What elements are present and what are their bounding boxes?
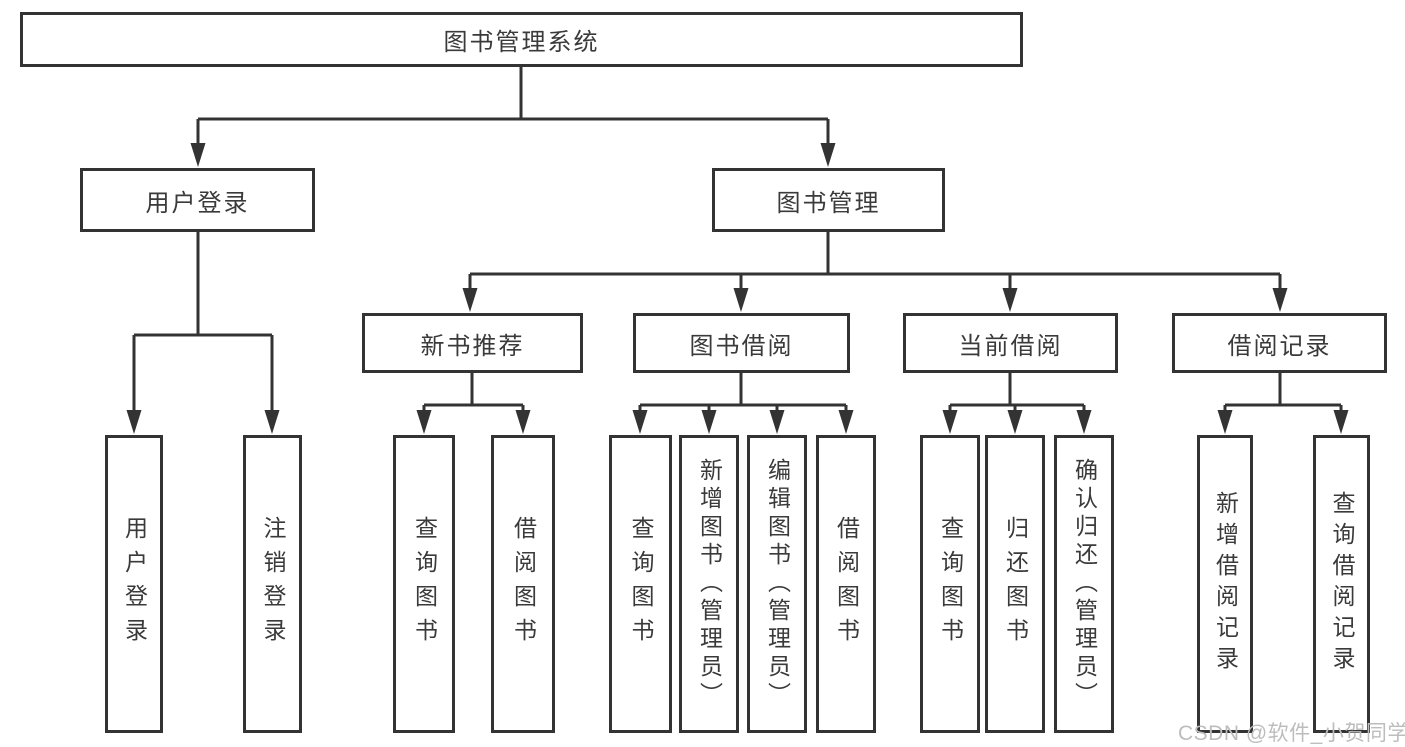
leaf-query-books-recommend: 查询图书 [393,435,455,733]
leaf-add-borrow-record: 新增借阅记录 [1197,435,1253,733]
arrowheads [126,143,1349,434]
leaf-query-books-current-label: 查询图书 [937,516,964,652]
leaf-query-borrow-record-label: 查询借阅记录 [1329,491,1355,677]
watermark: CSDN @软件_小贺同学 [1178,722,1405,745]
leaf-edit-book-admin-label: 编辑图书（管理员） [764,458,791,710]
node-current-borrow: 当前借阅 [903,313,1118,373]
leaf-borrow-books-recommend-label: 借阅图书 [510,516,537,652]
connector-lines [132,67,1343,413]
node-new-book-recommend: 新书推荐 [362,313,583,373]
leaf-edit-book-admin: 编辑图书（管理员） [747,435,807,733]
node-book-management: 图书管理 [712,168,945,232]
leaf-query-borrow-record: 查询借阅记录 [1313,435,1370,733]
leaf-return-book: 归还图书 [985,435,1045,733]
leaf-query-books-recommend-label: 查询图书 [411,516,438,652]
leaf-user-login: 用户登录 [105,435,163,733]
leaf-confirm-return-admin: 确认归还（管理员） [1054,435,1114,733]
leaf-add-book-admin-label: 新增图书（管理员） [696,458,723,710]
node-root: 图书管理系统 [20,12,1023,67]
leaf-borrow-books-recommend: 借阅图书 [491,435,555,733]
node-book-borrow: 图书借阅 [633,313,850,373]
leaf-return-book-label: 归还图书 [1002,516,1029,652]
leaf-add-book-admin: 新增图书（管理员） [679,435,739,733]
leaf-user-login-label: 用户登录 [121,516,148,652]
leaf-query-books-current: 查询图书 [920,435,980,733]
leaf-logout-label: 注销登录 [260,516,286,652]
node-borrow-records: 借阅记录 [1172,313,1387,373]
leaf-query-books-borrow-label: 查询图书 [628,516,654,652]
leaf-add-borrow-record-label: 新增借阅记录 [1212,491,1239,677]
leaf-confirm-return-admin-label: 确认归还（管理员） [1071,458,1098,710]
leaf-logout: 注销登录 [243,435,302,733]
node-user-login: 用户登录 [80,168,315,232]
leaf-borrow-books-2: 借阅图书 [816,435,876,733]
leaf-borrow-books-2-label: 借阅图书 [833,516,860,652]
leaf-query-books-borrow: 查询图书 [609,435,672,733]
